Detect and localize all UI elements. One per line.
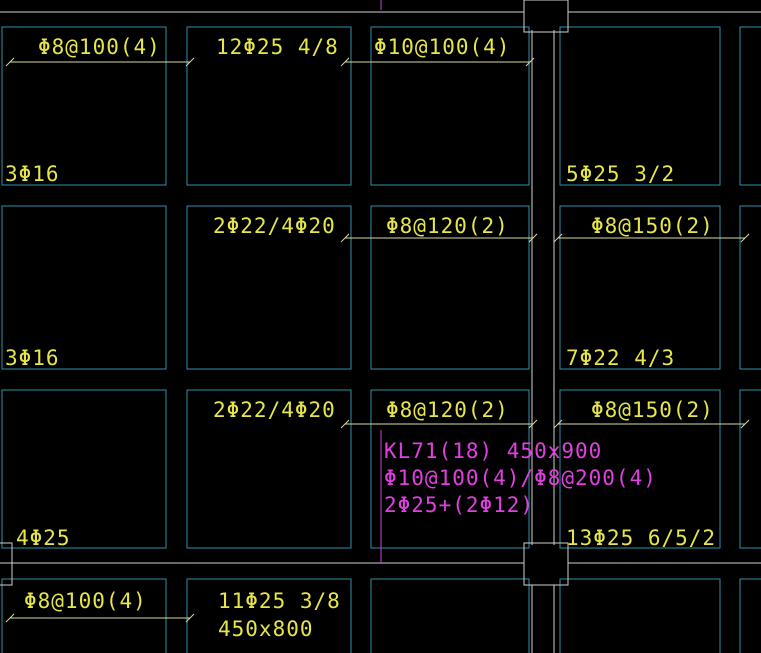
- cell: [1, 26, 167, 186]
- cell: [739, 26, 761, 186]
- cell: [370, 578, 530, 653]
- cell: [186, 205, 352, 370]
- stirrup-label[interactable]: Φ8@120(2): [386, 398, 509, 422]
- cell: [370, 389, 530, 549]
- column: [523, 0, 569, 33]
- cell: [559, 389, 721, 549]
- rebar-annotations: Φ8@100(4) 12Φ25 4/8 Φ10@100(4) 3Φ16 5Φ25…: [5, 35, 716, 641]
- cell: [186, 26, 352, 186]
- cell: [559, 26, 721, 186]
- cell: [1, 578, 167, 653]
- cell: [370, 205, 530, 370]
- rebar-label[interactable]: 12Φ25 4/8: [216, 35, 339, 59]
- column: [0, 542, 13, 586]
- stirrup-label[interactable]: Φ8@150(2): [591, 398, 714, 422]
- beam-name[interactable]: KL71(18) 450x900: [384, 439, 602, 463]
- rebar-label[interactable]: 5Φ25 3/2: [566, 162, 675, 186]
- stirrup-label[interactable]: Φ8@120(2): [386, 214, 509, 238]
- beam-rebar[interactable]: 2Φ25+(2Φ12): [384, 493, 534, 517]
- cell: [739, 389, 761, 549]
- stirrup-label[interactable]: Φ8@150(2): [591, 214, 714, 238]
- stirrup-label[interactable]: Φ10@100(4): [374, 35, 510, 59]
- cell: [370, 26, 530, 186]
- cell: [559, 205, 721, 370]
- rebar-label[interactable]: 2Φ22/4Φ20: [213, 214, 336, 238]
- cell: [739, 205, 761, 370]
- cell: [559, 578, 721, 653]
- stirrup-label[interactable]: Φ8@100(4): [24, 589, 147, 613]
- grid-cells: [1, 26, 761, 653]
- beam-callout[interactable]: KL71(18) 450x900 Φ10@100(4)/Φ8@200(4) 2Φ…: [384, 439, 657, 517]
- beam-stirrup[interactable]: Φ10@100(4)/Φ8@200(4): [384, 466, 657, 490]
- rebar-label[interactable]: 7Φ22 4/3: [566, 346, 675, 370]
- size-label[interactable]: 450x800: [218, 617, 314, 641]
- cell: [1, 205, 167, 370]
- stirrup-label[interactable]: Φ8@100(4): [38, 35, 161, 59]
- cell: [1, 389, 167, 549]
- rebar-label[interactable]: 3Φ16: [5, 162, 60, 186]
- cell: [739, 578, 761, 653]
- cell: [186, 578, 352, 653]
- rebar-label[interactable]: 11Φ25 3/8: [218, 589, 341, 613]
- rebar-label[interactable]: 3Φ16: [5, 346, 60, 370]
- rebar-label[interactable]: 2Φ22/4Φ20: [213, 398, 336, 422]
- column: [523, 542, 569, 586]
- rebar-label[interactable]: 4Φ25: [16, 526, 71, 550]
- cell: [186, 389, 352, 549]
- rebar-label[interactable]: 13Φ25 6/5/2: [566, 526, 716, 550]
- dimension-lines: [5, 57, 750, 623]
